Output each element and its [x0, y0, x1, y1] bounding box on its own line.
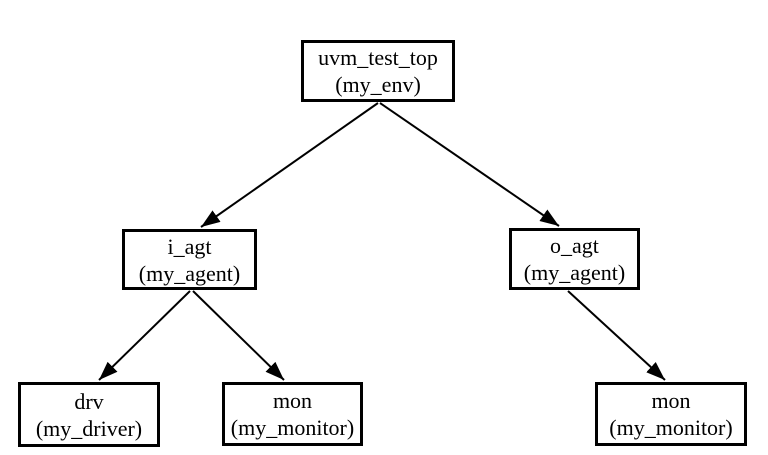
node-instance-name: mon	[651, 388, 691, 413]
node-instance-name: mon	[272, 388, 313, 413]
edge-top-to-i-agt	[200, 102, 379, 228]
edge-o-agt-to-mon	[567, 290, 666, 381]
node-instance-name: uvm_test_top	[318, 45, 438, 70]
node-class-name: (my_env)	[335, 72, 421, 97]
node-instance-name: i_agt	[167, 233, 212, 259]
node-mon-input-agent: mon (my_monitor)	[222, 382, 363, 446]
node-uvm-test-top: uvm_test_top (my_env)	[301, 40, 455, 102]
node-class-name: (my_driver)	[35, 415, 143, 441]
node-i-agt: i_agt (my_agent)	[122, 229, 257, 290]
edge-i-agt-to-mon	[192, 290, 285, 381]
node-class-name: (my_agent)	[523, 260, 626, 285]
node-class-name: (my_monitor)	[609, 415, 733, 440]
edge-top-to-o-agt	[379, 102, 560, 227]
edge-i-agt-to-drv	[98, 290, 191, 381]
node-mon-output-agent: mon (my_monitor)	[595, 382, 747, 446]
node-instance-name: drv	[74, 388, 104, 414]
node-class-name: (my_monitor)	[230, 415, 355, 440]
node-drv: drv (my_driver)	[18, 382, 160, 447]
node-instance-name: o_agt	[550, 233, 599, 258]
node-o-agt: o_agt (my_agent)	[509, 228, 640, 290]
node-class-name: (my_agent)	[138, 260, 241, 286]
